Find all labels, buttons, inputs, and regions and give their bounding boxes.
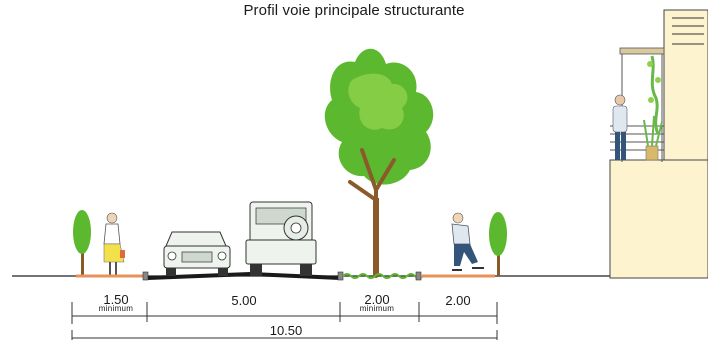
dimension-label-road: 5.00 xyxy=(231,293,257,308)
sedan-car xyxy=(163,231,231,276)
dimension-note-median: minimum xyxy=(359,304,395,313)
small-tree-left xyxy=(73,210,91,276)
pedestrian xyxy=(103,212,125,276)
curb-left xyxy=(142,271,149,281)
dimension-label-total: 10.50 xyxy=(269,323,303,338)
jeep-vehicle xyxy=(245,201,317,276)
dimension-label-median: 2.00 xyxy=(364,292,390,307)
small-tree-right xyxy=(489,212,507,276)
central-tree xyxy=(324,48,434,278)
curb-median xyxy=(337,271,344,281)
curb-right xyxy=(415,271,422,281)
grass-strip xyxy=(342,273,424,279)
dimension-label-sidewalk-right: 2.00 xyxy=(445,293,471,308)
skater xyxy=(451,212,484,271)
dimension-lines xyxy=(71,302,498,340)
building xyxy=(609,9,708,279)
diagram-title: Profil voie principale structurante xyxy=(243,2,465,19)
dimension-note-sidewalk-left: minimum xyxy=(98,304,134,313)
dimension-label-sidewalk-left: 1.50 xyxy=(103,292,129,307)
